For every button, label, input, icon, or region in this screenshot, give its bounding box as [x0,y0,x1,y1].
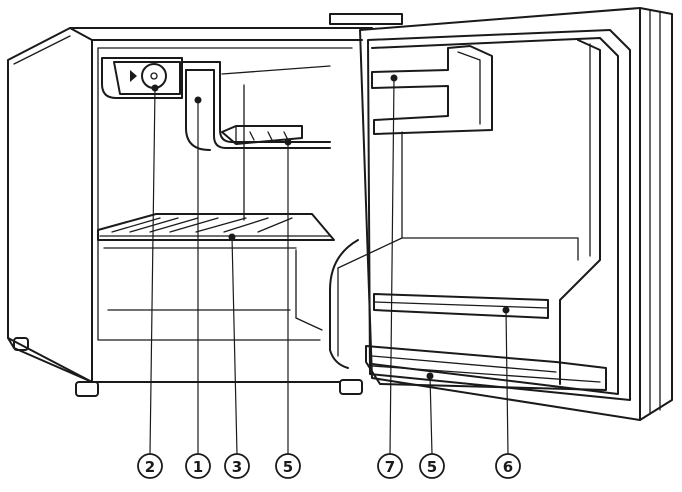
feet [13,337,363,397]
callout-circle [185,453,211,479]
door [329,7,673,421]
callout-5a: 5 [275,138,301,479]
callout-circle [495,453,521,479]
callout-leader [505,309,509,455]
callout-number: 5 [283,458,293,476]
callout-leader [389,77,395,455]
callout-7: 7 [377,74,403,479]
callout-leader [429,375,433,455]
callout-2: 2 [137,84,163,479]
lower-door-bar [373,293,549,319]
callout-6: 6 [495,306,521,479]
callout-leader [149,87,156,455]
upper-door-bin [371,45,493,135]
shelf [97,213,335,249]
callout-number: 6 [503,458,513,476]
callout-anchor-dot [426,372,434,380]
thermostat [101,57,183,99]
callout-5b: 5 [419,372,445,479]
callout-anchor-dot [194,96,202,104]
callout-anchor-dot [390,74,398,82]
callout-3: 3 [224,233,250,479]
callout-1: 1 [185,96,211,479]
thermostat-knob [141,63,167,89]
callout-anchor-dot [228,233,236,241]
callout-number: 1 [193,458,203,476]
callout-anchor-dot [151,84,159,92]
callout-anchor-dot [502,306,510,314]
callout-circle [275,453,301,479]
callout-anchor-dot [284,138,292,146]
callout-number: 7 [385,458,395,476]
callout-circle [137,453,163,479]
callout-leader [231,236,238,455]
bottom-door-bin [365,345,607,391]
callout-circle [419,453,445,479]
callout-number: 2 [145,458,155,476]
callout-number: 5 [427,458,437,476]
evaporator [181,61,331,151]
callout-circle [377,453,403,479]
callouts: 2 1 3 5 7 5 6 [137,74,521,479]
callout-circle [224,453,250,479]
callout-number: 3 [232,458,242,476]
